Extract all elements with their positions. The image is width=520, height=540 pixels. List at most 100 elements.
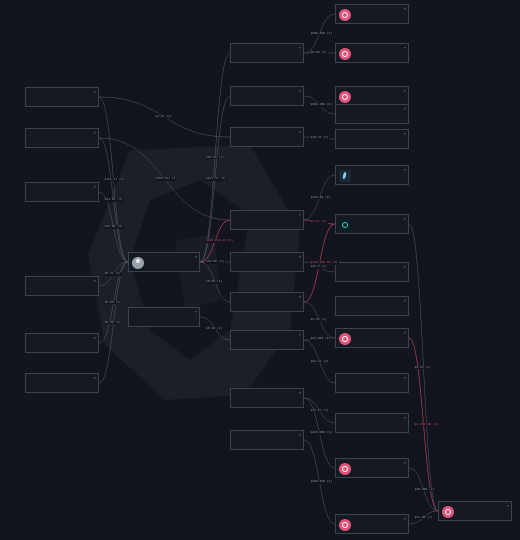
graph-node-c5[interactable]: ▾: [230, 252, 304, 272]
graph-node-d14[interactable]: ▾: [335, 514, 409, 534]
upbit-logo-icon: [339, 219, 351, 231]
graph-node-d4[interactable]: ▾: [335, 104, 409, 124]
edge-label: $1,386.00 (1): [413, 421, 439, 427]
edge-label: $0.00 (1): [309, 50, 328, 55]
entity-logo-icon: [339, 48, 351, 60]
graph-node-c1[interactable]: ▾: [230, 43, 304, 63]
edge-label: $226.98 (2): [309, 194, 332, 200]
edge-label: $7.11 (1): [309, 219, 328, 224]
edge-label: $52.00 (1): [205, 259, 226, 264]
node-menu-icon[interactable]: ▾: [403, 167, 406, 172]
node-menu-icon[interactable]: ▾: [403, 516, 406, 521]
graph-node-d11[interactable]: ▾: [335, 373, 409, 393]
edge-label: $4.93 (1): [413, 364, 432, 370]
node-menu-icon[interactable]: ▾: [93, 335, 96, 340]
graph-node-d13[interactable]: ▾: [335, 458, 409, 478]
node-menu-icon[interactable]: ▾: [298, 332, 301, 337]
edge-label: $0.00 (1): [103, 319, 122, 325]
graph-node-c8[interactable]: ▾: [230, 388, 304, 408]
node-menu-icon[interactable]: ▾: [93, 278, 96, 283]
edge-label: $64.21 (2): [309, 358, 330, 364]
node-menu-icon[interactable]: ▾: [403, 330, 406, 335]
entity-logo-icon: [442, 506, 454, 518]
graph-node-c9[interactable]: ▾: [230, 430, 304, 450]
graph-node-d6[interactable]: ▾: [335, 165, 409, 185]
entity-logo-icon: [339, 91, 351, 103]
entity-logo-icon: [339, 519, 351, 531]
graph-node-a1[interactable]: ▾: [25, 87, 99, 107]
graph-node-a5[interactable]: ▾: [25, 333, 99, 353]
graph-node-b1[interactable]: ▾: [128, 252, 200, 272]
node-menu-icon[interactable]: ▾: [298, 212, 301, 217]
node-menu-icon[interactable]: ▾: [506, 503, 509, 508]
edge-label: $0.00 (1): [103, 299, 122, 305]
entity-logo-icon: [339, 463, 351, 475]
graph-node-d8[interactable]: ▾: [335, 262, 409, 282]
avatar-icon: [132, 257, 144, 269]
node-menu-icon[interactable]: ▾: [298, 294, 301, 299]
node-menu-icon[interactable]: ▾: [403, 88, 406, 93]
edge-label: $445.689 (2): [309, 430, 334, 435]
edge-label: $211.57 (2): [205, 176, 227, 181]
graph-node-c4[interactable]: ▾: [230, 210, 304, 230]
edge-label: $696.260 (2): [309, 30, 334, 36]
node-menu-icon[interactable]: ▾: [298, 254, 301, 259]
graph-node-e1[interactable]: ▾: [438, 501, 512, 521]
edge-label: $8.50 (1): [205, 279, 224, 284]
graph-node-d1[interactable]: ▾: [335, 4, 409, 24]
graph-node-c3[interactable]: ▾: [230, 127, 304, 147]
edge-label: $51.98 (1): [413, 514, 434, 520]
node-menu-icon[interactable]: ▾: [194, 309, 197, 314]
graph-node-a4[interactable]: ▾: [25, 276, 99, 296]
edge-label: $0.16 (1): [205, 325, 224, 331]
node-menu-icon[interactable]: ▾: [298, 390, 301, 395]
graph-node-a3[interactable]: ▾: [25, 182, 99, 202]
graph-node-c7[interactable]: ▾: [230, 330, 304, 350]
graph-node-a6[interactable]: ▾: [25, 373, 99, 393]
edge-label: $25.9 (1): [309, 264, 328, 269]
edge-label: $28.498 (2): [413, 486, 436, 492]
edge-label: $151.17 (2): [103, 176, 126, 182]
edge-label: $226,211.14 (5): [205, 238, 235, 243]
node-menu-icon[interactable]: ▾: [93, 184, 96, 189]
graph-node-d9[interactable]: ▾: [335, 296, 409, 316]
graph-node-c6[interactable]: ▾: [230, 292, 304, 312]
graph-node-d3[interactable]: ▾: [335, 86, 409, 106]
edge-label: $16.37 (1): [309, 135, 330, 140]
edge-label: $8.37 (1): [103, 271, 122, 276]
graph-node-a2[interactable]: ▾: [25, 128, 99, 148]
node-menu-icon[interactable]: ▾: [403, 106, 406, 111]
edge-label: $12.37 (1): [309, 407, 330, 413]
edge-label: $16.98 (3): [103, 224, 124, 229]
edge-label: $114,166.95 (3): [309, 260, 339, 265]
graph-node-d7[interactable]: ▾: [335, 214, 409, 234]
node-menu-icon[interactable]: ▾: [194, 254, 197, 259]
node-menu-icon[interactable]: ▾: [403, 264, 406, 269]
graph-node-b2[interactable]: ▾: [128, 307, 200, 327]
node-menu-icon[interactable]: ▾: [298, 88, 301, 93]
node-menu-icon[interactable]: ▾: [93, 89, 96, 94]
edge-label: $490.968 (4): [309, 479, 334, 484]
node-menu-icon[interactable]: ▾: [403, 298, 406, 303]
node-menu-icon[interactable]: ▾: [298, 45, 301, 50]
node-menu-icon[interactable]: ▾: [298, 129, 301, 134]
graph-node-d12[interactable]: ▾: [335, 413, 409, 433]
graph-node-d5[interactable]: ▾: [335, 129, 409, 149]
node-menu-icon[interactable]: ▾: [403, 6, 406, 11]
node-menu-icon[interactable]: ▾: [403, 216, 406, 221]
node-menu-icon[interactable]: ▾: [403, 131, 406, 136]
graph-node-c2[interactable]: ▾: [230, 86, 304, 106]
edge-label: $21,408 (2): [309, 336, 332, 341]
edge-label: $2.93 (1): [309, 317, 328, 322]
node-menu-icon[interactable]: ▾: [403, 460, 406, 465]
dydx-logo-icon: [339, 170, 351, 182]
node-menu-icon[interactable]: ▾: [403, 45, 406, 50]
node-menu-icon[interactable]: ▾: [93, 375, 96, 380]
node-menu-icon[interactable]: ▾: [403, 375, 406, 380]
graph-node-d2[interactable]: ▾: [335, 43, 409, 63]
node-menu-icon[interactable]: ▾: [403, 415, 406, 420]
node-menu-icon[interactable]: ▾: [298, 432, 301, 437]
node-menu-icon[interactable]: ▾: [93, 130, 96, 135]
graph-node-d10[interactable]: ▾: [335, 328, 409, 348]
